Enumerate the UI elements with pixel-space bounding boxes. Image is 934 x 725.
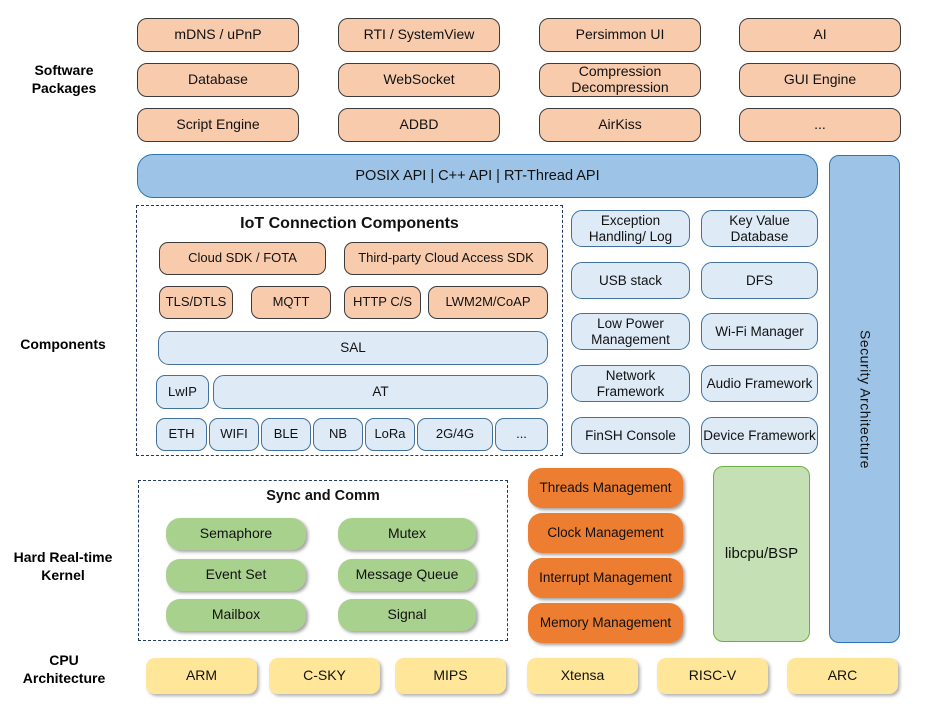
cpu-box: RISC-V <box>657 658 768 694</box>
cpu-box: ARC <box>787 658 898 694</box>
security-architecture-bar: Security Architecture <box>829 155 900 643</box>
mgmt-box: Interrupt Management <box>528 558 683 598</box>
software-packages-label: Software Packages <box>31 62 97 96</box>
mgmt-box: Memory Management <box>528 603 683 643</box>
package-box: Database <box>137 63 299 97</box>
security-architecture-text: Security Architecture <box>857 329 874 469</box>
sync-comm-group: Sync and Comm Semaphore Mutex Event Set … <box>138 480 508 641</box>
at-box: AT <box>213 375 548 409</box>
package-box: AI <box>739 18 901 52</box>
mgmt-box: Threads Management <box>528 468 683 508</box>
package-box: Compression Decompression <box>539 63 701 97</box>
iot-components-title: IoT Connection Components <box>240 215 459 232</box>
cpu-box: ARM <box>146 658 257 694</box>
link-box: WIFI <box>209 418 259 451</box>
package-box: AirKiss <box>539 108 701 142</box>
hard-realtime-kernel-label: Hard Real-time Kernel <box>13 549 113 583</box>
package-box: RTI / SystemView <box>338 18 500 52</box>
component-box: Audio Framework <box>701 365 818 402</box>
sync-box: Semaphore <box>166 518 306 550</box>
sync-box: Event Set <box>166 559 306 591</box>
protocol-box: LWM2M/CoAP <box>428 286 548 319</box>
cpu-box: C-SKY <box>269 658 380 694</box>
component-box: USB stack <box>571 262 690 299</box>
package-box: Persimmon UI <box>539 18 701 52</box>
protocol-box: MQTT <box>251 286 331 319</box>
components-label: Components <box>20 336 106 352</box>
component-box: Low Power Management <box>571 313 690 350</box>
component-box: DFS <box>701 262 818 299</box>
link-box: 2G/4G <box>417 418 493 451</box>
sal-box: SAL <box>158 331 548 365</box>
package-box: Script Engine <box>137 108 299 142</box>
package-box: ADBD <box>338 108 500 142</box>
package-box: ... <box>739 108 901 142</box>
protocol-box: TLS/DTLS <box>159 286 233 319</box>
sync-box: Signal <box>338 599 476 631</box>
link-box: BLE <box>261 418 311 451</box>
sync-box: Mailbox <box>166 599 306 631</box>
package-box: mDNS / uPnP <box>137 18 299 52</box>
lwip-box: LwIP <box>156 375 209 409</box>
protocol-box: HTTP C/S <box>344 286 421 319</box>
sync-comm-title: Sync and Comm <box>266 488 380 504</box>
component-box: Exception Handling/ Log <box>571 210 690 247</box>
posix-api-bar: POSIX API | C++ API | RT-Thread API <box>137 154 818 198</box>
link-box: ETH <box>156 418 207 451</box>
component-box: Wi-Fi Manager <box>701 313 818 350</box>
sync-box: Message Queue <box>338 559 476 591</box>
sync-box: Mutex <box>338 518 476 550</box>
package-box: WebSocket <box>338 63 500 97</box>
mgmt-box: Clock Management <box>528 513 683 553</box>
link-box: LoRa <box>365 418 415 451</box>
component-box: Network Framework <box>571 365 690 402</box>
link-box: ... <box>495 418 548 451</box>
iot-components-group: IoT Connection Components Cloud SDK / FO… <box>136 205 563 456</box>
thirdparty-cloud-box: Third-party Cloud Access SDK <box>344 242 548 275</box>
component-box: Device Framework <box>701 417 818 454</box>
libcpu-bsp-box: libcpu/BSP <box>713 466 810 642</box>
cpu-box: MIPS <box>395 658 506 694</box>
cpu-architecture-label: CPU Architecture <box>22 652 106 686</box>
link-box: NB <box>313 418 363 451</box>
cloud-sdk-box: Cloud SDK / FOTA <box>159 242 326 275</box>
cpu-box: Xtensa <box>527 658 638 694</box>
package-box: GUI Engine <box>739 63 901 97</box>
component-box: Key Value Database <box>701 210 818 247</box>
component-box: FinSH Console <box>571 417 690 454</box>
